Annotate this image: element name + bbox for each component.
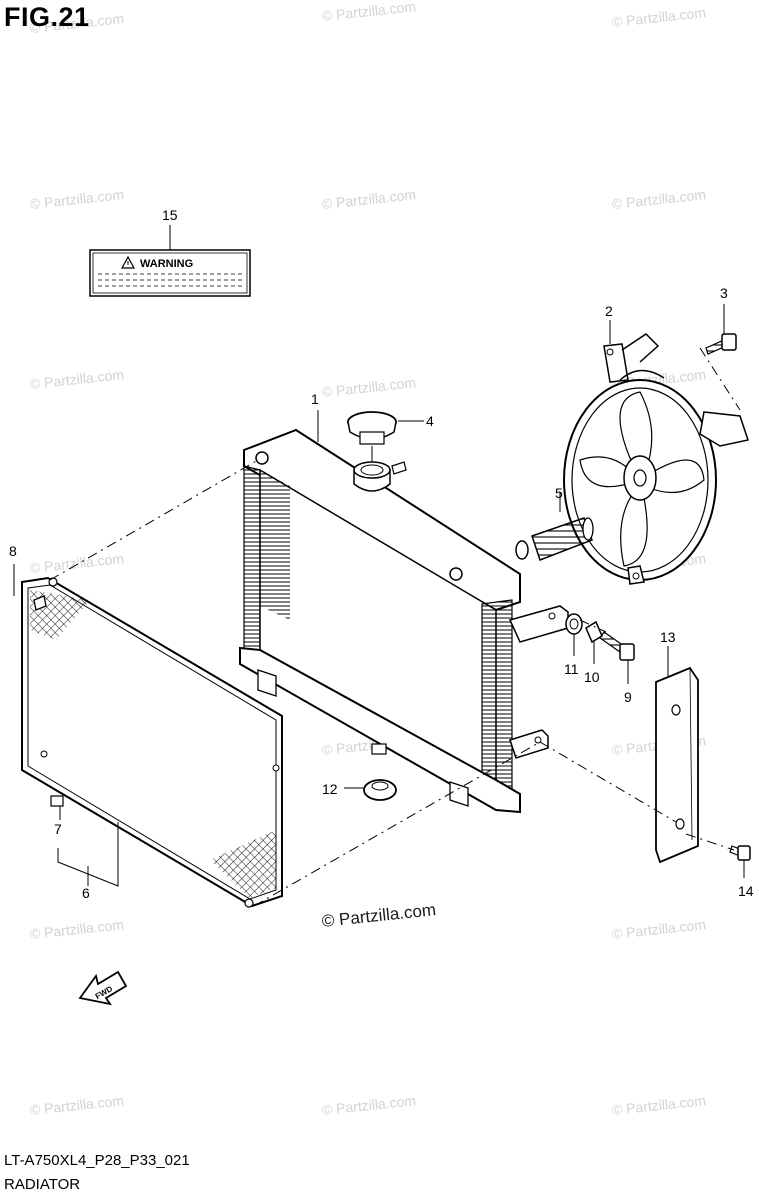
lower-grommet-part [344, 779, 397, 801]
callout-8: 8 [9, 543, 17, 559]
mount-bolt-part [599, 631, 635, 684]
radiator-cap-part [347, 411, 397, 462]
callout-9: 9 [624, 689, 632, 705]
callout-7: 7 [54, 821, 62, 837]
callout-4: 4 [426, 413, 434, 429]
callout-15: 15 [162, 207, 178, 223]
callout-14: 14 [738, 883, 754, 899]
side-plate-part [655, 646, 699, 864]
warning-label-text: WARNING [140, 258, 193, 270]
callout-2: 2 [605, 303, 613, 319]
figure-title: FIG.21 [4, 2, 90, 32]
callout-labels: 1 2 3 4 5 6 7 8 9 10 11 12 13 14 15 [9, 207, 754, 901]
figure-code: LT-A750XL4_P28_P33_021 [4, 1152, 190, 1169]
callout-11: 11 [564, 661, 579, 677]
radiator-guard-part [21, 576, 283, 908]
fan-coupling-part [531, 492, 594, 561]
figure-name: RADIATOR [4, 1176, 81, 1193]
fan-mount-bolt-part [705, 304, 737, 355]
callout-1: 1 [311, 391, 319, 407]
callout-12: 12 [322, 781, 338, 797]
guard-clip-part [13, 564, 47, 611]
forward-direction-arrow: FWD [78, 970, 128, 1006]
collar-part [585, 620, 603, 664]
side-plate-screw-part [729, 845, 751, 878]
assembly-guide-lines [49, 347, 741, 907]
grommet-part [565, 613, 583, 656]
callout-6: 6 [82, 885, 90, 901]
radiator-core-part [239, 428, 569, 814]
callout-13: 13 [660, 629, 676, 645]
callout-3: 3 [720, 285, 728, 301]
warning-label-part: WARNING [89, 225, 251, 297]
callout-5: 5 [555, 485, 563, 501]
callout-10: 10 [584, 669, 600, 685]
cooling-fan-part [563, 333, 749, 585]
